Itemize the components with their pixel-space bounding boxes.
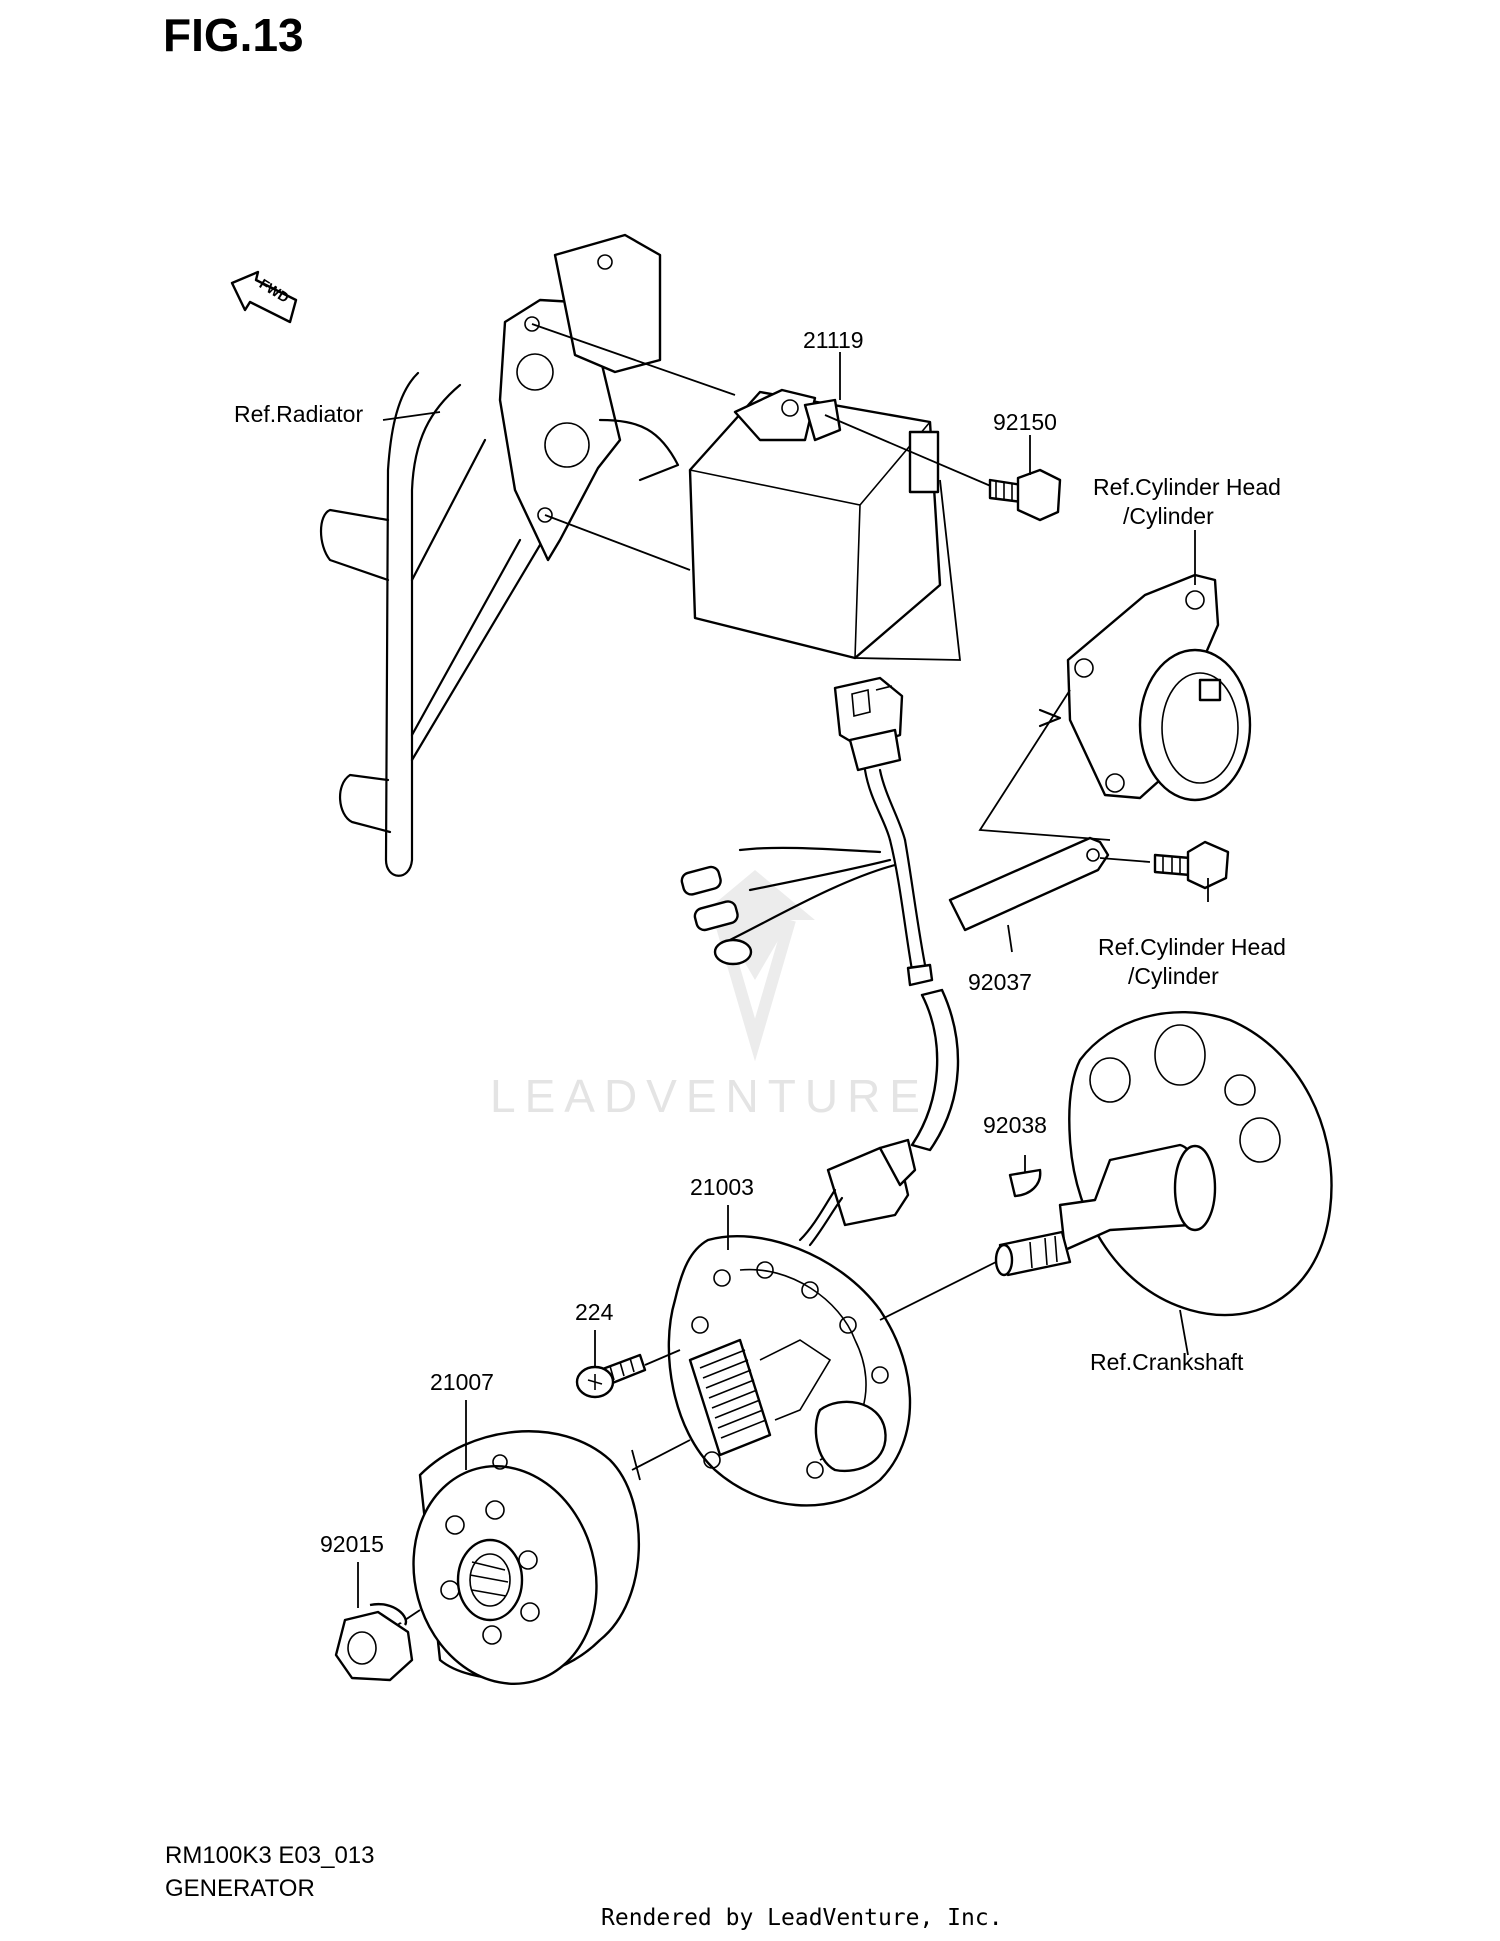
bolt-cylinder — [1153, 840, 1230, 890]
ref-cylinder-head-bottom-line2: /Cylinder — [1128, 963, 1219, 989]
crankshaft-reference — [994, 1010, 1333, 1356]
cdi-unit — [531, 323, 1001, 661]
part-label-92015: 92015 — [320, 1531, 384, 1557]
radiator-bracket — [319, 233, 680, 877]
watermark-text: LEADVENTURE — [490, 1070, 929, 1122]
section-name: GENERATOR — [165, 1875, 315, 1902]
stator-21003 — [631, 1235, 1001, 1507]
part-label-92038: 92038 — [983, 1112, 1047, 1138]
watermark: LEADVENTURE — [490, 870, 929, 1122]
fwd-arrow-icon: FWD — [230, 270, 298, 324]
cylinder-head-reference — [978, 573, 1252, 841]
part-label-21007: 21007 — [430, 1369, 494, 1395]
figure-title: FIG.13 — [163, 9, 304, 61]
wiring-harness — [680, 676, 960, 1247]
ref-cylinder-head-top-line1: Ref.Cylinder Head — [1093, 474, 1281, 500]
ref-radiator-label: Ref.Radiator — [234, 401, 363, 427]
bolt-92150 — [988, 468, 1062, 522]
ref-cylinder-head-bottom-line1: Ref.Cylinder Head — [1098, 934, 1286, 960]
part-label-92150: 92150 — [993, 409, 1057, 435]
screw-224 — [575, 1349, 681, 1399]
part-label-21119: 21119 — [803, 327, 864, 353]
part-label-224: 224 — [575, 1299, 614, 1325]
ref-cylinder-head-top-line2: /Cylinder — [1123, 503, 1214, 529]
render-credit: Rendered by LeadVenture, Inc. — [601, 1905, 1003, 1931]
model-code: RM100K3 E03_013 — [165, 1842, 375, 1869]
rotor-21007 — [374, 1430, 641, 1685]
ref-crankshaft-label: Ref.Crankshaft — [1090, 1349, 1244, 1375]
part-label-92037: 92037 — [968, 969, 1032, 995]
part-label-21003: 21003 — [690, 1174, 754, 1200]
key-92038 — [1008, 1155, 1042, 1198]
nut-92015 — [334, 1602, 414, 1682]
leader-lines — [357, 352, 1209, 1608]
pickup-coil-92037 — [948, 836, 1151, 932]
